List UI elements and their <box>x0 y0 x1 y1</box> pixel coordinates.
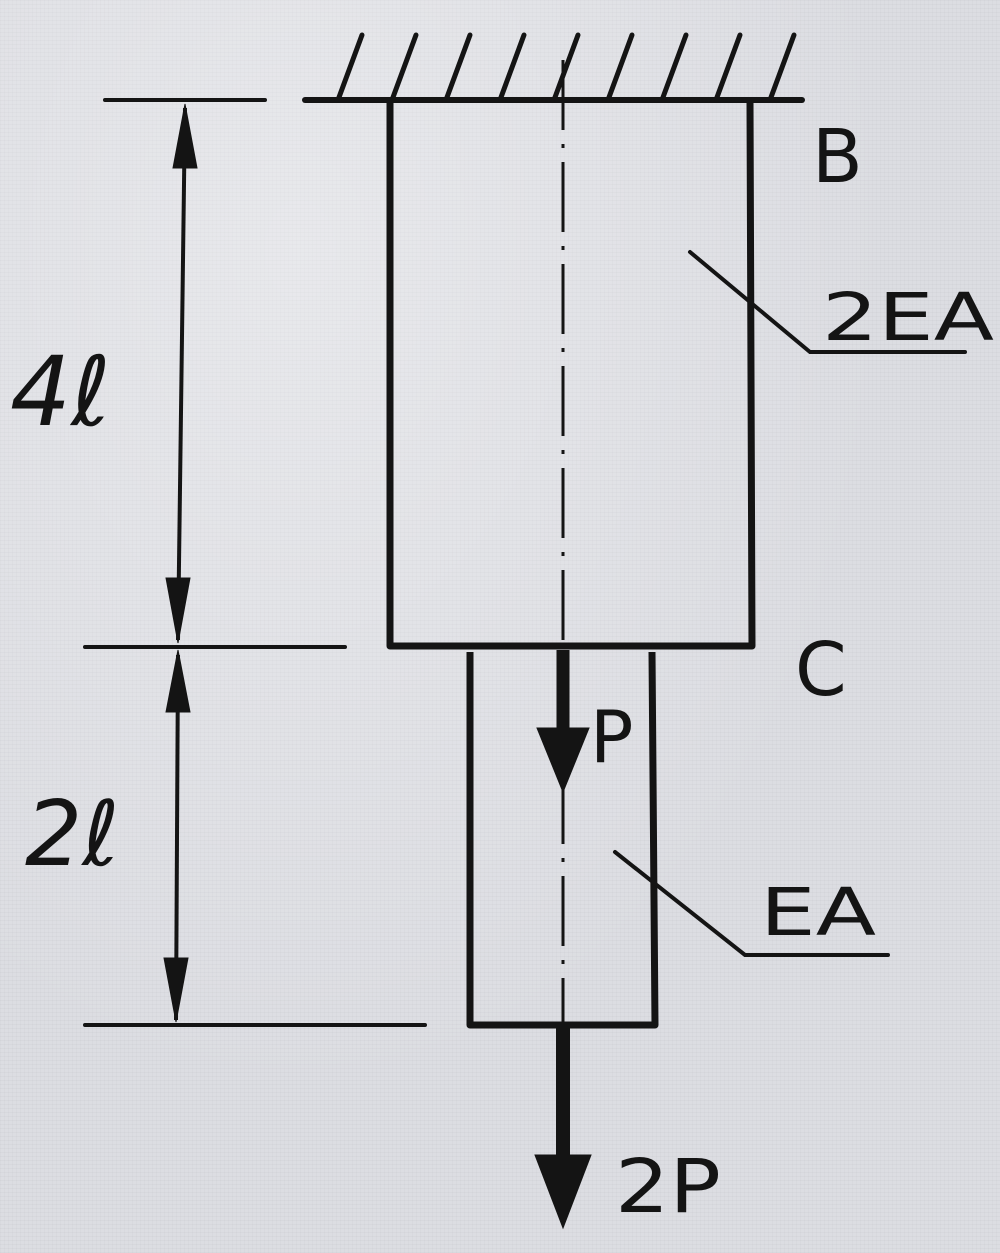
label-c: C <box>795 627 847 713</box>
arrow-down-icon <box>536 727 590 794</box>
label-b: B <box>812 114 863 200</box>
label-stiffness-lower: EA <box>760 874 876 951</box>
leader-upper <box>688 250 967 354</box>
fixed-support <box>302 32 805 103</box>
label-stiffness-upper: 2EA <box>822 279 994 356</box>
arrow-down-icon <box>534 1154 592 1230</box>
stiffness-leaders <box>613 250 967 957</box>
leader-lower <box>613 850 890 957</box>
dimension-upper <box>165 103 198 644</box>
label-length-lower: 2ℓ <box>25 782 119 887</box>
support-hatching <box>335 32 797 103</box>
dimension-extension-lines <box>83 98 427 1027</box>
arrowhead-down-icon <box>165 577 191 644</box>
label-length-upper: 4ℓ <box>10 336 111 448</box>
upper-bar-segment <box>386 102 756 650</box>
label-load-p: P <box>590 695 633 779</box>
arrowhead-up-icon <box>172 103 198 169</box>
label-load-2p: 2P <box>615 1144 721 1230</box>
load-2p-arrow <box>534 1028 592 1230</box>
arrowhead-down-icon <box>163 957 189 1023</box>
load-p-arrow <box>536 650 590 794</box>
dimension-lower <box>163 649 191 1023</box>
arrowhead-up-icon <box>165 649 191 713</box>
